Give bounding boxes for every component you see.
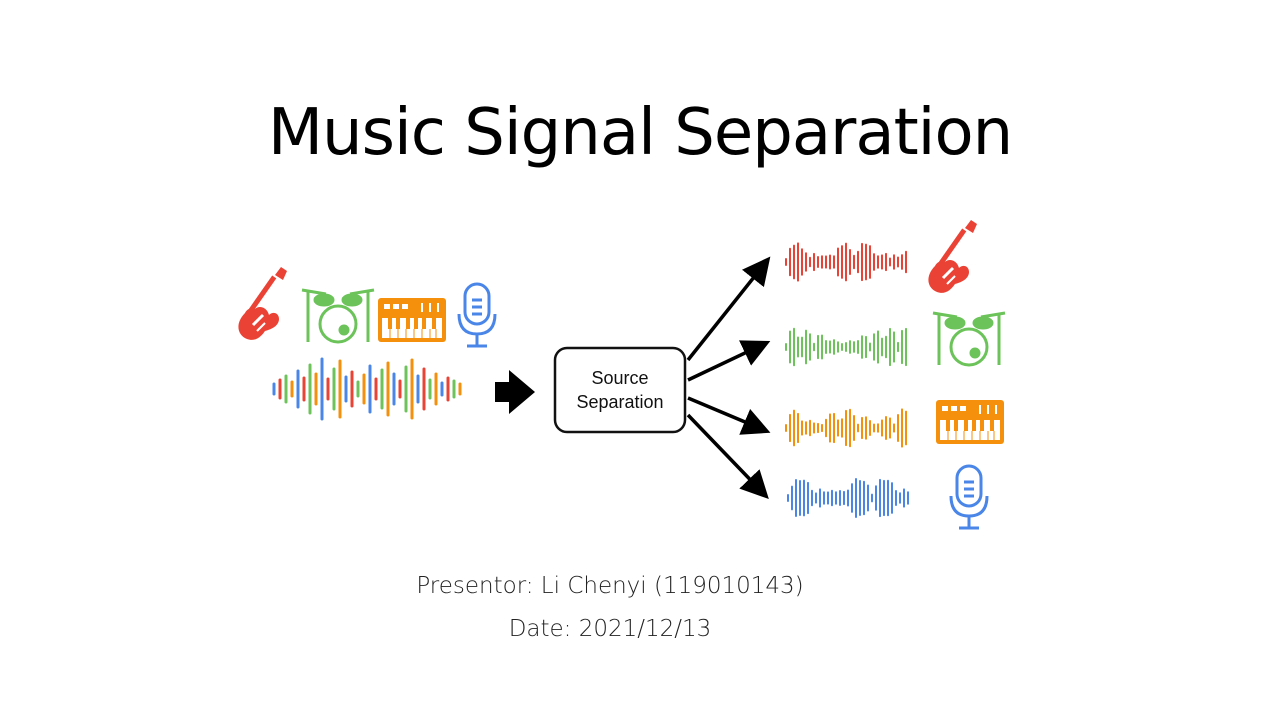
- slide-title: Music Signal Separation: [267, 96, 1013, 170]
- output-waveforms: [785, 242, 909, 519]
- box-label-line2: Separation: [576, 392, 663, 412]
- microphone-icon: [457, 282, 497, 348]
- keyboard-icon: [377, 297, 447, 343]
- drums-icon: [931, 311, 1007, 367]
- keyboard-icon: [935, 399, 1005, 445]
- mixed-waveform: [272, 357, 462, 421]
- output-arrow: [686, 413, 769, 500]
- guitar-icon: [926, 218, 979, 295]
- arrow-icon: [495, 370, 535, 414]
- microphone-icon: [949, 464, 989, 530]
- output-arrow: [687, 340, 771, 382]
- output-arrow: [686, 256, 771, 362]
- date-line: Date: 2021/12/13: [508, 616, 712, 642]
- drums-icon: [300, 288, 376, 344]
- box-label-line1: Source: [591, 368, 648, 388]
- presenter-line: Presentor: Li Chenyi (119010143): [416, 573, 804, 599]
- output-arrow: [687, 396, 771, 435]
- guitar-icon: [236, 265, 289, 342]
- source-separation-box: [553, 346, 687, 434]
